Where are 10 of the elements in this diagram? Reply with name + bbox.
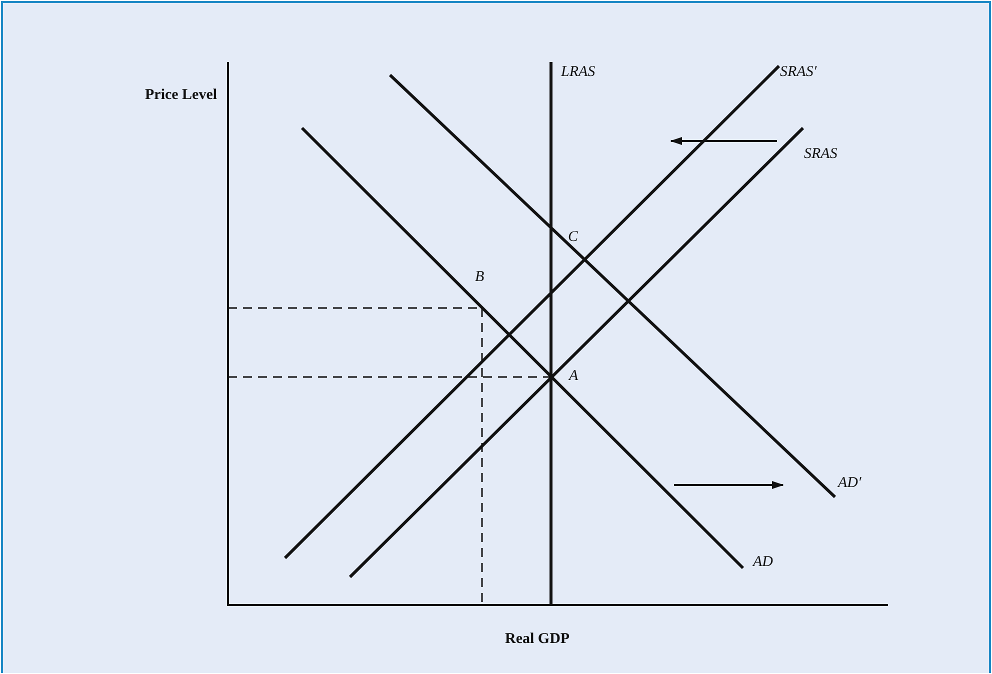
curve-label: SRAS′ — [780, 64, 817, 81]
point-label: B — [475, 269, 484, 286]
axis-title: Real GDP — [505, 631, 570, 648]
axis-title: Price Level — [145, 87, 218, 104]
curve-label: AD — [753, 554, 773, 571]
point-label: A — [569, 368, 578, 385]
curve-label: SRAS — [804, 146, 838, 163]
curve-label: LRAS — [561, 64, 596, 81]
point-label: C — [568, 229, 578, 246]
curve-label: AD′ — [838, 475, 862, 492]
